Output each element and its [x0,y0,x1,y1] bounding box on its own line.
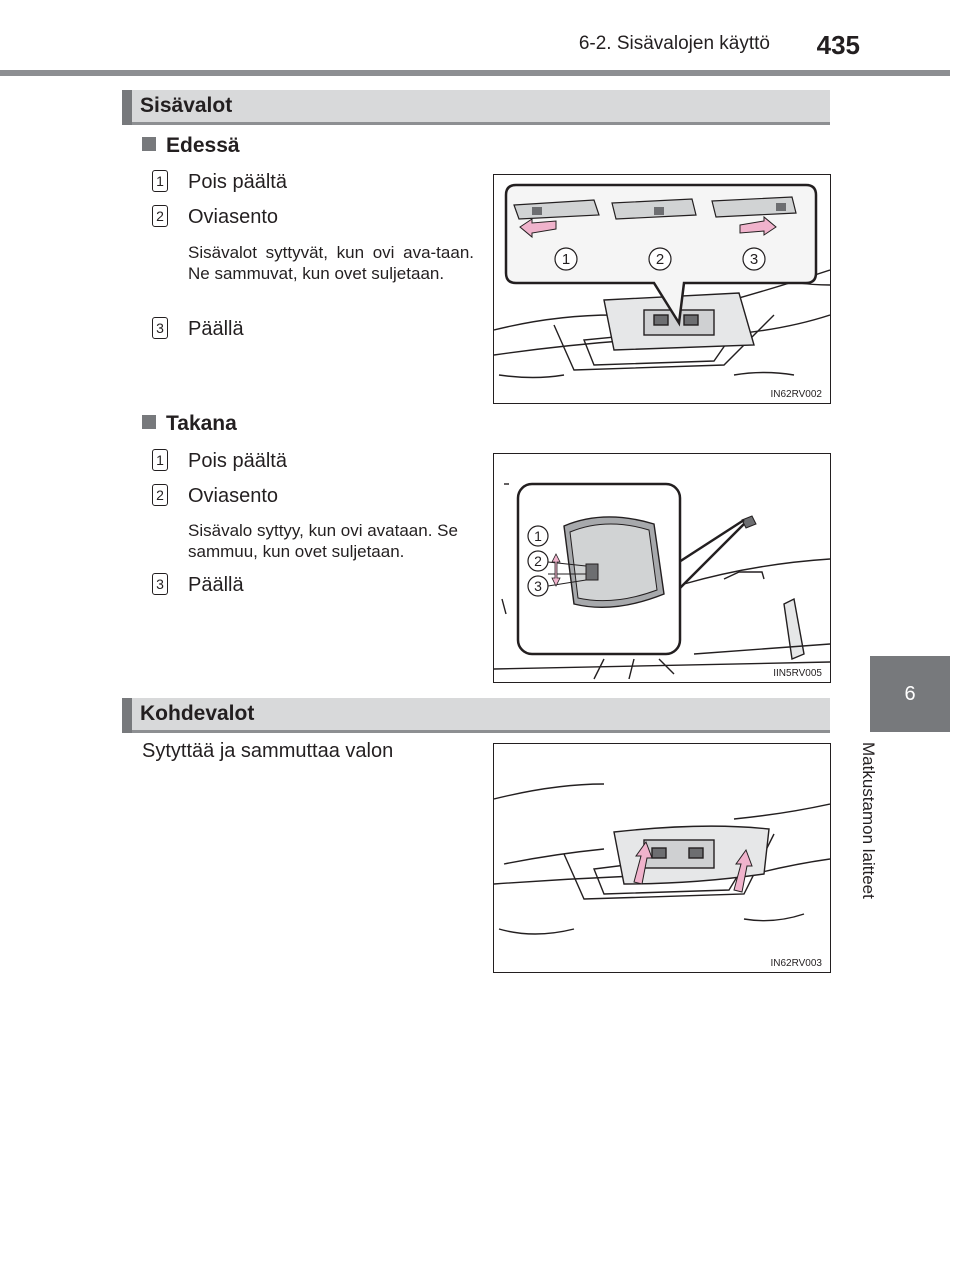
item-number: 2 [152,205,168,227]
item-label: Päällä [188,574,244,596]
chapter-side-title: Matkustamon laitteet [858,742,914,972]
section-heading-kohdevalot: Kohdevalot [122,698,830,733]
callout-number: 2 [656,251,664,268]
subheading-text: Takana [166,412,237,435]
item-label: Oviasento [188,206,279,228]
figure-rear-lamp: 1 2 3 IIN5RV005 [493,453,831,683]
figure-code: IN62RV002 [770,389,822,400]
section-title: Sisävalot [140,94,233,117]
arrow-up-icon [733,848,753,893]
callout-marker [527,525,549,547]
item-number: 1 [152,170,168,192]
section-accent [122,698,132,733]
subheading-rear: Takana [142,412,237,436]
item-number: 3 [152,573,168,595]
list-item: 2 Oviasento [152,484,278,508]
arrow-right-icon [739,215,777,236]
running-header-section: 6-2. Sisävalojen käyttö [578,33,770,54]
list-item: 3 Päällä [152,317,244,341]
section-title: Kohdevalot [140,702,255,725]
callout-marker [742,247,766,271]
item-label: Pois päältä [188,171,287,193]
arrow-up-icon [633,840,653,885]
square-bullet-icon [142,137,156,151]
callout-number: 3 [750,251,758,268]
arrow-left-icon [519,218,557,239]
item-label: Pois päältä [188,450,287,472]
section-heading-sisavalot: Sisävalot [122,90,830,125]
item-label: Päällä [188,318,244,340]
item-note: Sisävalo syttyy, kun ovi avataan. Se sam… [188,521,458,561]
subheading-text: Edessä [166,134,240,157]
square-bullet-icon [142,415,156,429]
item-note: Sisävalot syttyvät, kun ovi ava-taan. Ne… [188,243,474,283]
callout-marker [648,247,672,271]
list-item: 1 Pois päältä [152,449,287,473]
callout-marker [527,550,549,572]
body-text: Sytyttää ja sammuttaa valon [142,740,394,762]
item-number: 2 [152,484,168,506]
callout-marker [554,247,578,271]
item-number: 3 [152,317,168,339]
figure-code: IIN5RV005 [773,668,822,679]
item-label: Oviasento [188,485,279,507]
callout-number: 1 [562,251,570,268]
header-rule [0,70,950,76]
callout-marker [527,575,549,597]
section-accent [122,90,132,125]
chapter-side-title-text: Matkustamon laitteet [859,742,878,899]
list-item: 2 Oviasento [152,205,278,229]
chapter-tab: 6 [870,656,950,732]
item-number: 1 [152,449,168,471]
figure-spot-lamp: IN62RV003 [493,743,831,973]
list-item: 1 Pois päältä [152,170,287,194]
figure-front-lamp: 1 2 3 IN62RV002 [493,174,831,404]
figure-code: IN62RV003 [770,958,822,969]
subheading-front: Edessä [142,134,240,158]
callout-number: 3 [534,578,542,594]
page-number: 435 [816,30,860,60]
arrow-updown-icon [551,553,561,587]
callout-number: 1 [534,528,542,544]
callout-number: 2 [534,553,542,569]
list-item: 3 Päällä [152,573,244,597]
